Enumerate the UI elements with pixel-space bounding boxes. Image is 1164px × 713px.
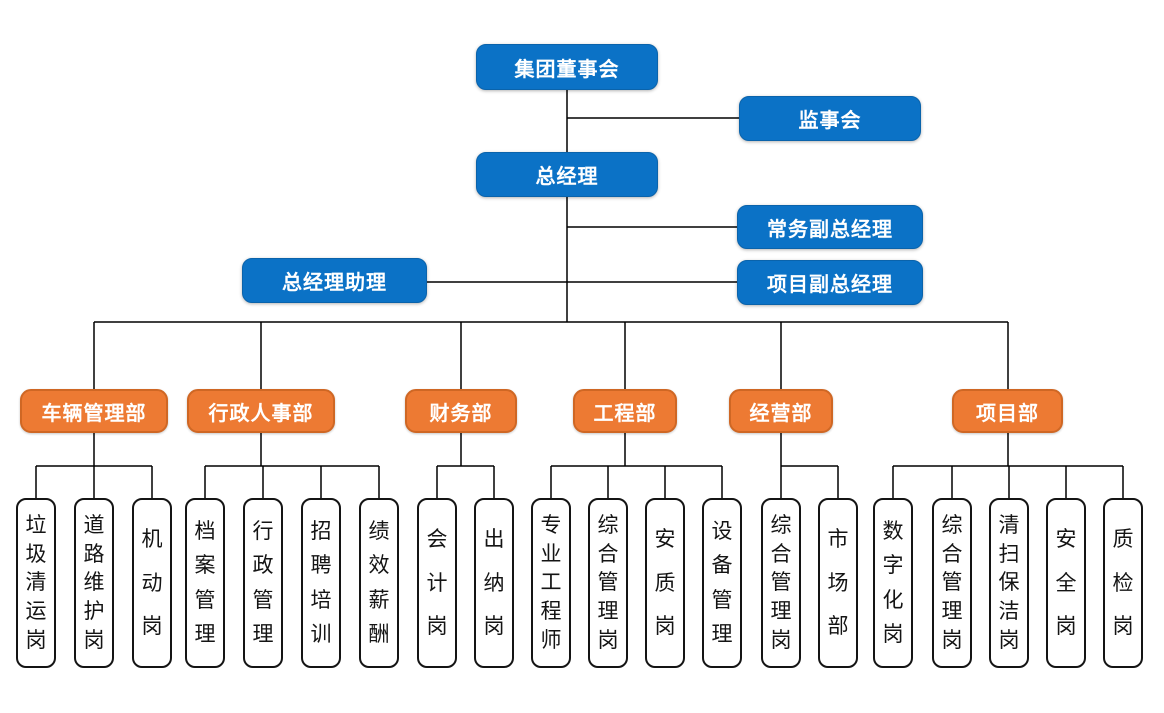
node-label: 总经理: [535, 166, 599, 188]
node-label: 机动岗: [141, 528, 163, 638]
node-pos-professional-engineer: 专业工程师: [531, 498, 571, 668]
node-pos-quality-inspection: 质检岗: [1103, 498, 1143, 668]
node-label: 常务副总经理: [767, 218, 893, 241]
node-pos-archives-mgmt: 档案管理: [185, 498, 225, 668]
node-pos-recruit-training: 招聘培训: [301, 498, 341, 668]
node-pos-market: 市场部: [818, 498, 858, 668]
node-label: 绩效薪酬: [368, 519, 390, 647]
node-dept-finance: 财务部: [405, 389, 517, 433]
node-executive-deputy-gm: 常务副总经理: [737, 205, 923, 249]
node-pos-cleaning: 清扫保洁岗: [989, 498, 1029, 668]
node-label: 财务部: [429, 402, 493, 425]
node-label: 经营部: [749, 402, 813, 425]
node-label: 监事会: [798, 110, 862, 132]
node-label: 质检岗: [1112, 528, 1134, 638]
node-label: 数字化岗: [882, 519, 904, 647]
node-label: 行政管理: [252, 519, 274, 647]
node-dept-vehicle-mgmt: 车辆管理部: [20, 389, 168, 433]
node-pos-mobile-duty: 机动岗: [132, 498, 172, 668]
node-label: 出纳岗: [483, 528, 505, 638]
node-label: 项目副总经理: [767, 274, 893, 296]
node-label: 安全岗: [1055, 528, 1077, 638]
node-label: 行政人事部: [208, 402, 314, 425]
connector-path-executive: [94, 90, 1008, 323]
node-label: 设备管理: [711, 519, 733, 647]
node-pos-safety: 安全岗: [1046, 498, 1086, 668]
node-pos-equipment-mgmt: 设备管理: [702, 498, 742, 668]
node-pos-general-mgmt-proj: 综合管理岗: [932, 498, 972, 668]
connector-path-position-drops: [35, 466, 1124, 498]
node-label: 总经理助理: [282, 272, 387, 294]
connector-path-department-trunks: [93, 433, 1009, 466]
node-dept-engineering: 工程部: [573, 389, 677, 433]
node-label: 垃圾清运岗: [25, 513, 47, 653]
node-label: 市场部: [827, 528, 849, 638]
node-label: 清扫保洁岗: [998, 513, 1020, 653]
node-label: 道路维护岗: [83, 513, 105, 653]
node-label: 档案管理: [194, 519, 216, 647]
node-label: 综合管理岗: [597, 513, 619, 653]
node-dept-project: 项目部: [952, 389, 1063, 433]
node-label: 车辆管理部: [41, 402, 147, 425]
node-dept-operations: 经营部: [729, 389, 833, 433]
node-pos-accounting: 会计岗: [417, 498, 457, 668]
node-dept-admin-hr: 行政人事部: [187, 389, 335, 433]
node-pos-safety-quality: 安质岗: [645, 498, 685, 668]
node-supervisory-board: 监事会: [739, 96, 921, 141]
node-general-manager: 总经理: [476, 152, 658, 197]
node-pos-general-mgmt-eng: 综合管理岗: [588, 498, 628, 668]
connector-path-department-drops: [93, 322, 1009, 389]
node-pos-road-maintenance: 道路维护岗: [74, 498, 114, 668]
node-label: 综合管理岗: [941, 513, 963, 653]
node-pos-digital: 数字化岗: [873, 498, 913, 668]
node-label: 工程部: [593, 402, 657, 425]
node-label: 集团董事会: [514, 58, 620, 81]
node-pos-performance-pay: 绩效薪酬: [359, 498, 399, 668]
node-pos-garbage-collection: 垃圾清运岗: [16, 498, 56, 668]
node-board-of-directors: 集团董事会: [476, 44, 658, 90]
node-label: 项目部: [976, 402, 1039, 425]
node-pos-admin-mgmt: 行政管理: [243, 498, 283, 668]
node-pos-cashier: 出纳岗: [474, 498, 514, 668]
node-project-deputy-gm: 项目副总经理: [737, 260, 923, 305]
node-label: 专业工程师: [540, 513, 562, 653]
node-label: 招聘培训: [310, 519, 332, 647]
node-gm-assistant: 总经理助理: [242, 258, 427, 303]
node-pos-general-mgmt-ops: 综合管理岗: [761, 498, 801, 668]
node-label: 会计岗: [426, 528, 448, 638]
node-label: 安质岗: [654, 528, 676, 638]
node-label: 综合管理岗: [770, 513, 792, 653]
